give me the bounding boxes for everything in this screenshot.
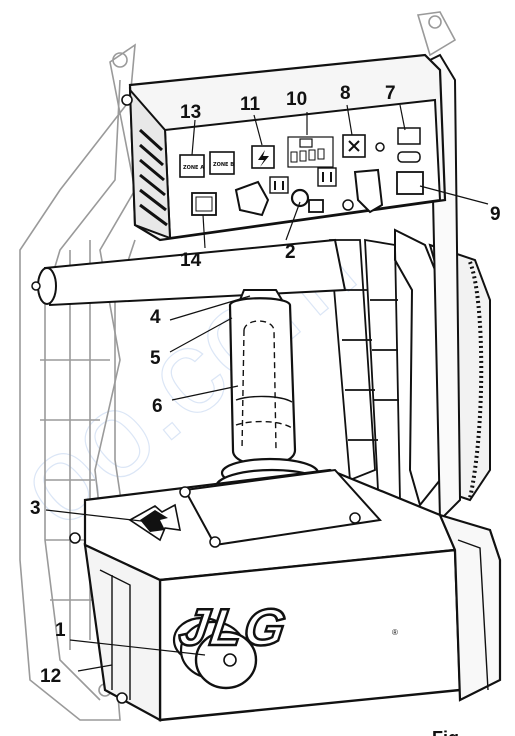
callout-labels: 1 2 3 4 5 6 7 8 9 10 11 12 13 14 — [30, 83, 501, 687]
figure-label: Fig — [432, 728, 459, 736]
joystick-grip[interactable] — [228, 297, 297, 466]
callout-4: 4 — [150, 307, 161, 328]
callout-6: 6 — [152, 396, 163, 417]
toggle-lever[interactable] — [234, 180, 270, 217]
battery-indicator-icon — [287, 136, 334, 168]
callout-9: 9 — [490, 204, 501, 225]
zone-b-button[interactable] — [209, 151, 235, 175]
jlg-logo: JLG — [176, 599, 291, 657]
cross-bar — [31, 238, 347, 307]
right-lever[interactable] — [353, 168, 384, 214]
callout-14: 14 — [180, 250, 202, 271]
direction-arrow-decal — [128, 503, 182, 542]
registered-mark: ® — [392, 628, 398, 637]
leader-lines — [45, 104, 489, 672]
control-base — [69, 468, 502, 722]
callout-7: 7 — [385, 83, 396, 104]
control-panel: ZONE A ZONE B — [121, 53, 447, 242]
light-indicator-icon — [397, 127, 421, 145]
callout-12: 12 — [40, 666, 61, 687]
callout-10: 10 — [286, 89, 307, 110]
callout-13: 13 — [180, 102, 201, 123]
key-switch[interactable] — [290, 188, 310, 208]
callout-5: 5 — [150, 348, 161, 369]
side-handle — [394, 53, 491, 523]
zone-a-label: ZONE A — [183, 165, 204, 171]
brand-logo: JLG ® — [174, 598, 398, 658]
callout-3: 3 — [30, 498, 41, 519]
emergency-stop-button[interactable] — [172, 616, 258, 690]
zone-b-label: ZONE B — [213, 162, 234, 168]
callout-1: 1 — [55, 620, 66, 641]
callout-2: 2 — [285, 242, 296, 263]
callout-8: 8 — [340, 83, 351, 104]
callout-11: 11 — [240, 94, 261, 115]
switch-9[interactable] — [396, 171, 424, 195]
